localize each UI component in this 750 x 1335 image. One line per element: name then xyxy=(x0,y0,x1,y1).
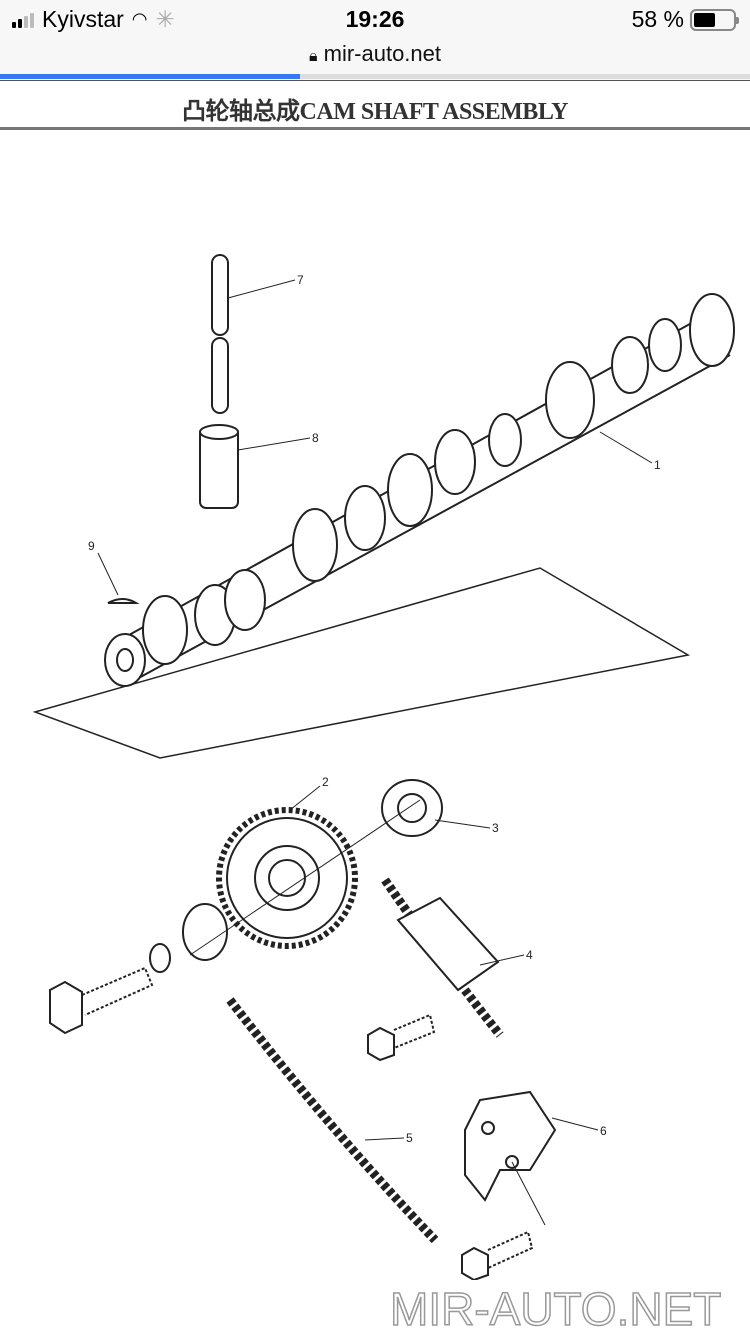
callout-5: 5 xyxy=(406,1131,413,1145)
gear-bolt xyxy=(49,966,154,1035)
callout-4: 4 xyxy=(526,948,533,962)
watermark: MIR-AUTO.NET xyxy=(389,1283,722,1335)
valve-lifter xyxy=(199,424,239,509)
camshaft xyxy=(104,293,735,687)
cam-gear xyxy=(216,807,358,949)
pushrod xyxy=(211,254,229,414)
clock: 19:26 xyxy=(345,6,405,32)
washer xyxy=(182,903,228,961)
carrier: Kyivstar xyxy=(42,6,124,32)
mounting-plate xyxy=(32,567,691,759)
status-bar: Kyivstar ◠ ✳ 19:26 58 % 🔒︎ mir-auto.net xyxy=(0,0,750,80)
loading-spinner-icon: ✳ xyxy=(155,6,175,32)
lock-icon: 🔒︎ xyxy=(308,48,318,65)
guide-bolt xyxy=(367,1013,436,1062)
wifi-icon: ◠ xyxy=(131,9,148,29)
callout-9: 9 xyxy=(88,539,95,553)
callout-6: 6 xyxy=(600,1124,607,1138)
chain-guide xyxy=(396,896,500,992)
callout-8: 8 xyxy=(312,431,319,445)
address-bar[interactable]: 🔒︎ mir-auto.net xyxy=(0,41,750,67)
callout-7: 7 xyxy=(297,273,304,287)
timing-chain xyxy=(226,997,439,1244)
tensioner-bolt xyxy=(461,1230,534,1280)
url-text: mir-auto.net xyxy=(323,41,442,66)
page-load-progress xyxy=(0,74,750,79)
callout-2: 2 xyxy=(322,775,329,789)
thrust-plate xyxy=(381,779,443,837)
diagram-header: 凸轮轴总成CAM SHAFT ASSEMBLY xyxy=(0,80,750,130)
callout-3: 3 xyxy=(492,821,499,835)
signal-icon xyxy=(12,12,34,28)
battery-icon xyxy=(690,8,739,31)
chain-tensioner xyxy=(464,1090,557,1202)
callout-1: 1 xyxy=(654,458,661,472)
woodruff-key xyxy=(107,598,140,604)
camshaft-assembly-diagram: 7 8 1 9 2 3 4 5 6 xyxy=(32,254,735,1280)
battery-percent: 58 % xyxy=(631,6,684,32)
page-title: 凸轮轴总成CAM SHAFT ASSEMBLY xyxy=(182,99,568,125)
